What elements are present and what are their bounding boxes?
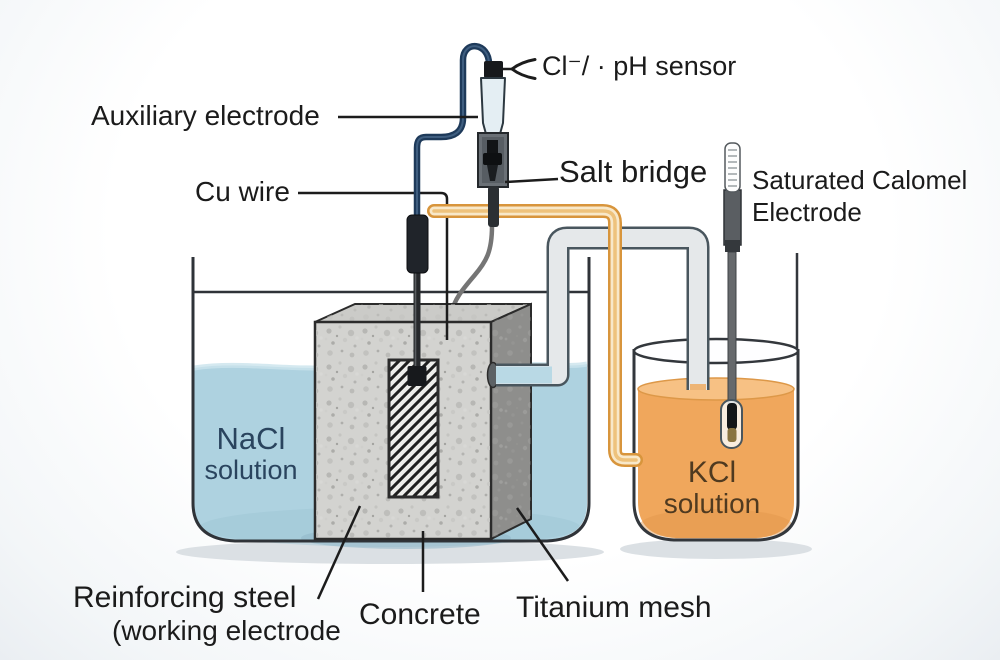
kcl-surface xyxy=(637,377,795,401)
sensor-stem xyxy=(488,186,499,227)
label-kcl-line1: KCl xyxy=(687,456,737,489)
label-kcl-line2: solution xyxy=(663,487,761,519)
rod-steel-connector xyxy=(407,366,427,386)
kcl-beaker xyxy=(632,253,800,542)
label-kcl-solution: KCl solution xyxy=(649,457,775,518)
label-nacl-line1: NaCl xyxy=(216,421,286,456)
label-working-electrode: (working electrode xyxy=(112,615,341,646)
label-sce-line1: Saturated Calomel xyxy=(752,165,968,195)
label-salt-bridge: Salt bridge xyxy=(559,154,708,189)
label-titanium-mesh: Titanium mesh xyxy=(516,591,712,624)
auxiliary-connector xyxy=(406,214,429,274)
label-saturated-calomel-electrode: Saturated Calomel Electrode xyxy=(752,165,967,228)
label-cu-wire: Cu wire xyxy=(195,176,290,207)
kcl-beaker-glass xyxy=(632,349,800,542)
label-cl-ph-sensor: Cl⁻/ · pH sensor xyxy=(542,51,737,81)
cl-ph-sensor-probe xyxy=(477,61,509,227)
sensor-cable xyxy=(449,223,495,315)
label-nacl-solution: NaCl solution xyxy=(190,421,312,485)
floor-shadows xyxy=(176,539,812,564)
cu-wire-line xyxy=(298,191,449,340)
sensor-fork-icon xyxy=(510,58,537,80)
reinforcing-leader xyxy=(316,505,362,600)
kcl-solution xyxy=(638,389,794,538)
salt-bridge-tube xyxy=(427,204,643,467)
label-concrete: Concrete xyxy=(359,598,481,631)
salt-bridge-leader xyxy=(504,177,559,184)
kcl-beaker-rim xyxy=(632,337,800,365)
label-nacl-line2: solution xyxy=(204,454,298,485)
leader-lines xyxy=(316,58,570,600)
glass-u-tube xyxy=(496,226,710,390)
titanium-leader xyxy=(515,507,570,582)
label-auxiliary-electrode: Auxiliary electrode xyxy=(91,100,320,131)
label-reinforcing-steel: Reinforcing steel xyxy=(73,581,297,614)
label-sce-line2: Electrode xyxy=(752,196,862,227)
nacl-beaker-glass xyxy=(191,257,591,543)
sce-electrode xyxy=(720,142,743,449)
working-electrode-rod xyxy=(407,270,427,386)
